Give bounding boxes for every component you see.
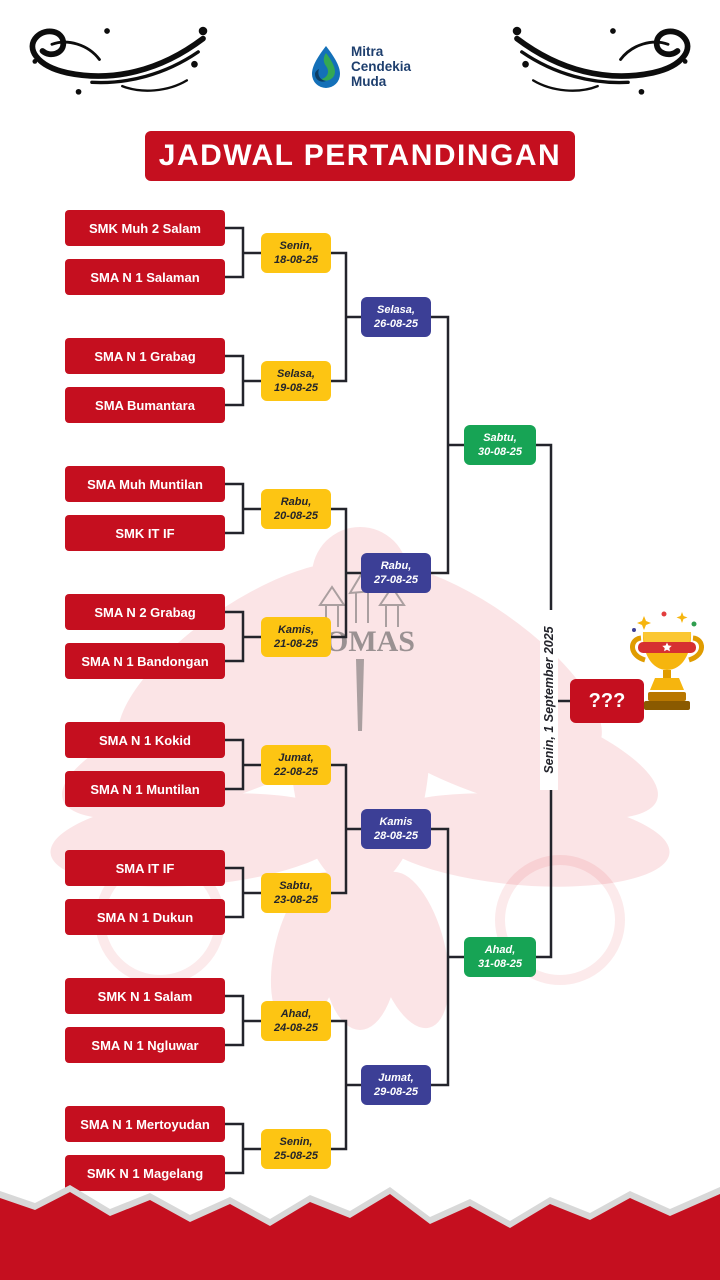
- team-box: SMA Muh Muntilan: [65, 466, 225, 502]
- match-date: 23-08-25: [273, 894, 319, 906]
- match-date: 20-08-25: [273, 510, 319, 522]
- team-box: SMA N 1 Kokid: [65, 722, 225, 758]
- team-box: SMA N 1 Mertoyudan: [65, 1106, 225, 1142]
- match-day: Senin,: [279, 239, 313, 252]
- logo-text: Mitra Cendekia Muda: [351, 44, 411, 89]
- semifinal-date-box: Sabtu, 30-08-25: [464, 425, 536, 465]
- torn-paper-edge: [0, 1185, 720, 1280]
- match-day: Kamis: [379, 815, 413, 828]
- round2-date-box: Rabu, 27-08-25: [361, 553, 431, 593]
- flourish-right-icon: [512, 26, 691, 95]
- match-day: Selasa,: [377, 303, 415, 316]
- match-date: 29-08-25: [373, 1086, 419, 1098]
- match-date: 28-08-25: [373, 830, 419, 842]
- round2-date-box: Selasa, 26-08-25: [361, 297, 431, 337]
- team-box: SMA N 1 Bandongan: [65, 643, 225, 679]
- semifinal-date-box: Ahad, 31-08-25: [464, 937, 536, 977]
- match-date: 26-08-25: [373, 318, 419, 330]
- final-date-label: Senin, 1 September 2025: [540, 610, 558, 790]
- team-box: SMA N 1 Grabag: [65, 338, 225, 374]
- round1-date-box: Kamis, 21-08-25: [261, 617, 331, 657]
- match-date: 21-08-25: [273, 638, 319, 650]
- team-box: SMK N 1 Salam: [65, 978, 225, 1014]
- team-box: SMA N 2 Grabag: [65, 594, 225, 630]
- team-box: SMK N 1 Magelang: [65, 1155, 225, 1191]
- round1-date-box: Rabu, 20-08-25: [261, 489, 331, 529]
- match-date: 19-08-25: [273, 382, 319, 394]
- round1-date-box: Jumat, 22-08-25: [261, 745, 331, 785]
- logo-line: Mitra: [350, 44, 384, 59]
- round1-date-box: Senin, 25-08-25: [261, 1129, 331, 1169]
- match-day: Rabu,: [380, 559, 412, 572]
- round2-date-box: Jumat, 29-08-25: [361, 1065, 431, 1105]
- match-date: 30-08-25: [477, 446, 523, 458]
- team-box: SMA N 1 Ngluwar: [65, 1027, 225, 1063]
- match-day: Kamis,: [277, 623, 315, 636]
- team-box: SMK Muh 2 Salam: [65, 210, 225, 246]
- team-box: SMA N 1 Dukun: [65, 899, 225, 935]
- round1-date-box: Ahad, 24-08-25: [261, 1001, 331, 1041]
- match-date: 31-08-25: [477, 958, 523, 970]
- match-day: Sabtu,: [279, 879, 313, 892]
- match-date: 24-08-25: [273, 1022, 319, 1034]
- flourish-left-icon: [29, 26, 208, 95]
- round1-date-box: Senin, 18-08-25: [261, 233, 331, 273]
- logo-drop-icon: [311, 45, 340, 88]
- round1-date-box: Selasa, 19-08-25: [261, 361, 331, 401]
- match-date: 18-08-25: [273, 254, 319, 266]
- page-title: JADWAL PERTANDINGAN: [145, 131, 575, 181]
- match-date: 25-08-25: [273, 1150, 319, 1162]
- logo-line: Muda: [350, 74, 387, 90]
- champion-placeholder-box: ???: [570, 679, 644, 723]
- team-box: SMA Bumantara: [65, 387, 225, 423]
- match-day: Ahad,: [280, 1007, 312, 1020]
- match-day: Rabu,: [280, 495, 312, 508]
- match-day: Ahad,: [484, 943, 516, 956]
- match-day: Jumat,: [278, 751, 314, 764]
- team-box: SMA IT IF: [65, 850, 225, 886]
- team-box: SMK IT IF: [65, 515, 225, 551]
- trophy-icon: [630, 611, 704, 710]
- team-box: SMA N 1 Muntilan: [65, 771, 225, 807]
- match-day: Senin,: [279, 1135, 313, 1148]
- match-date: 22-08-25: [273, 766, 319, 778]
- match-day: Selasa,: [277, 367, 315, 380]
- team-box: SMA N 1 Salaman: [65, 259, 225, 295]
- match-day: Sabtu,: [483, 431, 517, 444]
- match-date: 27-08-25: [373, 574, 419, 586]
- logo-line: Cendekia: [350, 59, 412, 75]
- match-day: Jumat,: [378, 1071, 414, 1084]
- round2-date-box: Kamis 28-08-25: [361, 809, 431, 849]
- logo: Mitra Cendekia Muda: [309, 44, 411, 89]
- round1-date-box: Sabtu, 23-08-25: [261, 873, 331, 913]
